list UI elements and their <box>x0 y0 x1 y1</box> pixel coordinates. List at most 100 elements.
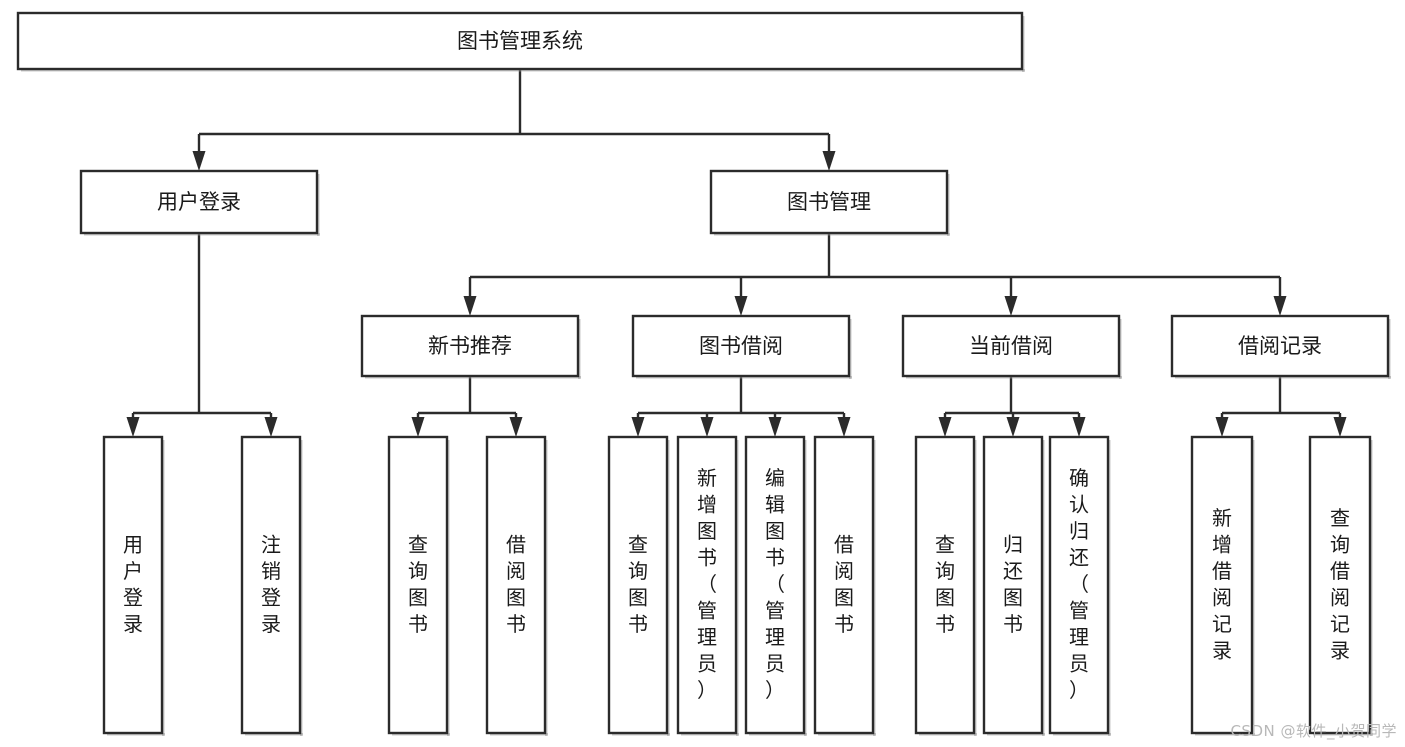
node-new-book-recommend[interactable]: 新书推荐 <box>360 314 581 379</box>
node-shadow <box>714 233 950 236</box>
arrow-head-icon <box>1273 296 1287 316</box>
node-shadow <box>906 376 1122 379</box>
node-shadow <box>578 319 581 379</box>
node-shadow <box>1022 16 1025 72</box>
node-box[interactable] <box>102 435 164 735</box>
node-box[interactable] <box>709 169 949 235</box>
node-shadow <box>1195 733 1255 736</box>
node-box[interactable] <box>360 314 580 378</box>
node-leaf-query-book-3[interactable]: 查询图书 <box>914 435 977 736</box>
connector-group-root <box>192 69 836 171</box>
node-leaf-borrow-book-2[interactable]: 借阅图书 <box>813 435 876 736</box>
node-shadow <box>974 440 977 736</box>
arrow-head-icon <box>700 417 714 437</box>
node-box[interactable] <box>631 314 851 378</box>
node-box[interactable] <box>813 435 875 735</box>
node-shadow <box>1042 440 1045 736</box>
node-shadow <box>681 733 739 736</box>
node-leaf-return-book[interactable]: 归还图书 <box>982 435 1045 736</box>
node-shadow <box>1252 440 1255 736</box>
node-box[interactable] <box>982 435 1044 735</box>
arrow-head-icon <box>734 296 748 316</box>
node-box[interactable] <box>240 435 302 735</box>
node-shadow <box>612 733 670 736</box>
node-leaf-add-borrow-record[interactable]: 新增借阅记录 <box>1190 435 1255 736</box>
node-book-management[interactable]: 图书管理 <box>709 169 950 236</box>
node-user-login[interactable]: 用户登录 <box>79 169 320 236</box>
node-shadow <box>1108 440 1111 736</box>
node-leaf-query-borrow-record[interactable]: 查询借阅记录 <box>1308 435 1373 736</box>
node-shadow <box>804 440 807 736</box>
node-box[interactable] <box>485 435 547 735</box>
node-box[interactable] <box>744 435 806 735</box>
node-label: 查询图书 <box>408 532 428 636</box>
node-shadow <box>636 376 852 379</box>
node-shadow <box>162 440 165 736</box>
node-leaf-user-login[interactable]: 用户登录 <box>102 435 165 736</box>
arrow-head-icon <box>938 417 952 437</box>
node-box[interactable] <box>1308 435 1372 735</box>
node-shadow <box>84 233 320 236</box>
node-shadow <box>818 733 876 736</box>
node-box[interactable] <box>1048 435 1110 735</box>
node-shadow <box>1313 733 1373 736</box>
node-shadow <box>1053 733 1111 736</box>
node-leaf-logout-login[interactable]: 注销登录 <box>240 435 303 736</box>
node-label: 用户登录 <box>123 532 143 636</box>
node-leaf-query-book-1[interactable]: 查询图书 <box>387 435 450 736</box>
node-leaf-edit-book-admin[interactable]: 编辑图书（管理员） <box>744 435 807 736</box>
node-label: 借阅记录 <box>1238 334 1322 358</box>
node-leaf-add-book-admin[interactable]: 新增图书（管理员） <box>676 435 739 736</box>
node-shadow <box>447 440 450 736</box>
node-shadow <box>21 69 1025 72</box>
node-label: 图书管理系统 <box>457 29 583 53</box>
node-label: 归还图书 <box>1003 532 1023 636</box>
node-leaf-borrow-book-1[interactable]: 借阅图书 <box>485 435 548 736</box>
node-shadow <box>667 440 670 736</box>
node-book-borrow[interactable]: 图书借阅 <box>631 314 852 379</box>
node-shadow <box>749 733 807 736</box>
node-shadow <box>490 733 548 736</box>
arrow-head-icon <box>126 417 140 437</box>
node-box[interactable] <box>914 435 976 735</box>
node-shadow <box>736 440 739 736</box>
node-label: 注销登录 <box>261 532 281 636</box>
node-shadow <box>947 174 950 236</box>
node-box[interactable] <box>1190 435 1254 735</box>
node-box[interactable] <box>1170 314 1390 378</box>
node-root[interactable]: 图书管理系统 <box>16 11 1025 72</box>
arrow-head-icon <box>192 151 206 171</box>
connector-group-borrow-record <box>1215 376 1347 437</box>
node-shadow <box>392 733 450 736</box>
node-shadow <box>245 733 303 736</box>
connector-group-book-borrow <box>631 376 851 437</box>
node-label: 查询图书 <box>935 532 955 636</box>
connector-group-book-management <box>463 233 1287 316</box>
node-box[interactable] <box>676 435 738 735</box>
nodes-layer: 图书管理系统用户登录图书管理新书推荐图书借阅当前借阅借阅记录用户登录注销登录查询… <box>16 11 1391 736</box>
arrow-head-icon <box>1072 417 1086 437</box>
arrow-head-icon <box>411 417 425 437</box>
node-current-borrow[interactable]: 当前借阅 <box>901 314 1122 379</box>
node-box[interactable] <box>901 314 1121 378</box>
node-box[interactable] <box>387 435 449 735</box>
node-borrow-record[interactable]: 借阅记录 <box>1170 314 1391 379</box>
watermark-text: CSDN @软件_小贺同学 <box>1230 722 1397 740</box>
node-box[interactable] <box>79 169 319 235</box>
node-leaf-query-book-2[interactable]: 查询图书 <box>607 435 670 736</box>
node-box[interactable] <box>16 11 1024 71</box>
node-label: 新增借阅记录 <box>1212 505 1232 662</box>
node-shadow <box>873 440 876 736</box>
node-shadow <box>300 440 303 736</box>
arrow-head-icon <box>822 151 836 171</box>
node-shadow <box>317 174 320 236</box>
node-shadow <box>1370 440 1373 736</box>
connectors-layer <box>126 69 1347 437</box>
arrow-head-icon <box>1004 296 1018 316</box>
node-label: 当前借阅 <box>969 334 1053 358</box>
node-shadow <box>1388 319 1391 379</box>
node-box[interactable] <box>607 435 669 735</box>
node-leaf-confirm-return-admin[interactable]: 确认归还（管理员） <box>1048 435 1111 736</box>
